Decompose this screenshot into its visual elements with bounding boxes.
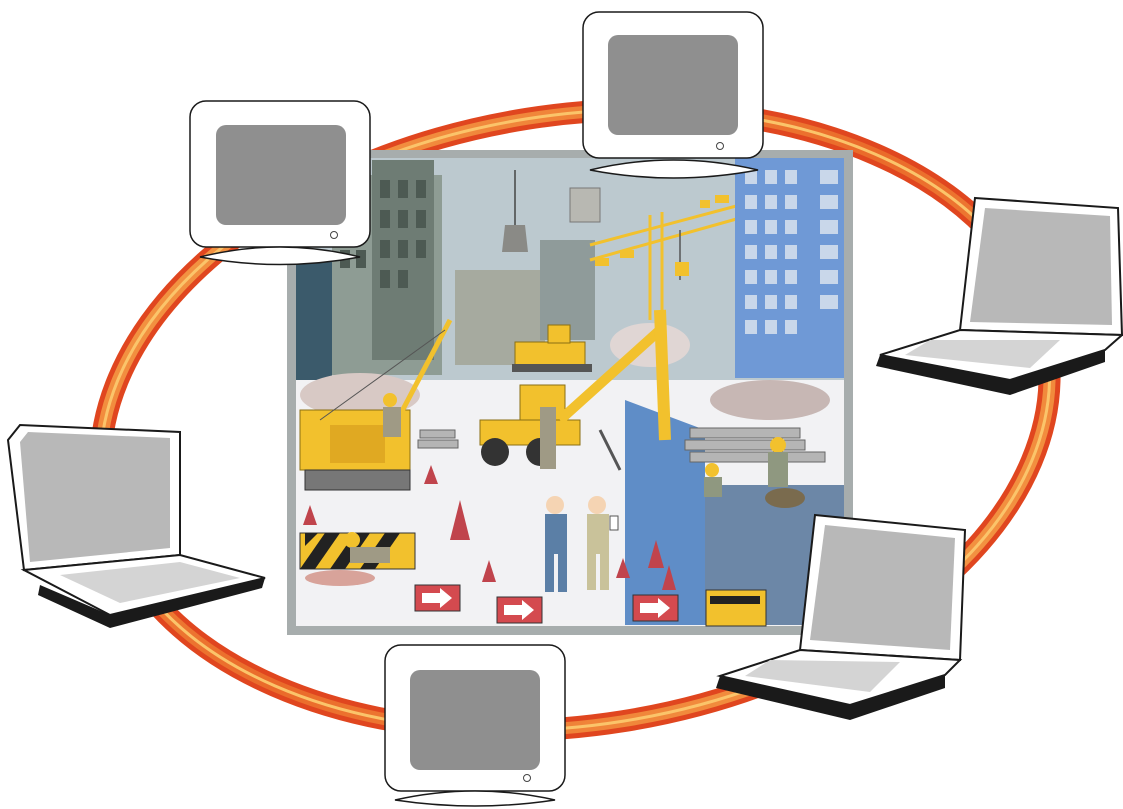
power-led-icon — [330, 231, 338, 239]
crane-load — [502, 170, 601, 252]
worker-trench — [704, 437, 805, 508]
construction-scene — [287, 150, 853, 635]
monitor-stand — [394, 790, 556, 807]
laptop-screen — [970, 208, 1112, 325]
monitor-top[interactable] — [582, 11, 764, 179]
worker-inspector-blue — [545, 496, 567, 592]
laptop-base — [716, 675, 945, 720]
bulldozer — [512, 324, 592, 372]
keyboard-icon — [905, 340, 1060, 368]
monitor-screen — [216, 125, 346, 225]
keyboard-icon — [60, 562, 240, 603]
traffic-cones — [303, 465, 676, 590]
laptop-base — [38, 578, 265, 628]
worker-inspector-khaki — [587, 496, 619, 590]
laptop-right-top[interactable] — [876, 196, 1123, 395]
keyboard-icon — [745, 660, 900, 692]
worker-crouching — [305, 532, 390, 586]
backhoe — [479, 309, 671, 471]
monitor-screen — [608, 35, 738, 135]
monitor-top-left[interactable] — [189, 100, 371, 266]
crane — [589, 203, 741, 320]
monitor-bottom[interactable] — [384, 644, 566, 807]
arrow-signs — [414, 584, 679, 624]
sand-mound-right — [710, 380, 830, 420]
tower-building — [540, 240, 595, 340]
laptop-screen — [20, 432, 170, 562]
monitor-stand — [589, 159, 759, 179]
monitor-stand — [199, 246, 361, 266]
laptop-screen — [810, 525, 955, 650]
laptop-right-bottom[interactable] — [716, 513, 967, 720]
power-led-icon — [523, 774, 531, 782]
worker-excavator — [383, 393, 401, 437]
crane-parts — [595, 195, 729, 276]
power-led-icon — [716, 142, 724, 150]
laptop-base — [876, 350, 1105, 395]
right-building — [735, 158, 844, 378]
barricade-right — [705, 589, 767, 627]
laptop-left[interactable] — [6, 423, 266, 628]
trench-wall — [625, 400, 705, 625]
monitor-screen — [410, 670, 540, 770]
steel-stack — [417, 427, 826, 463]
worker-backhoe — [540, 393, 556, 469]
